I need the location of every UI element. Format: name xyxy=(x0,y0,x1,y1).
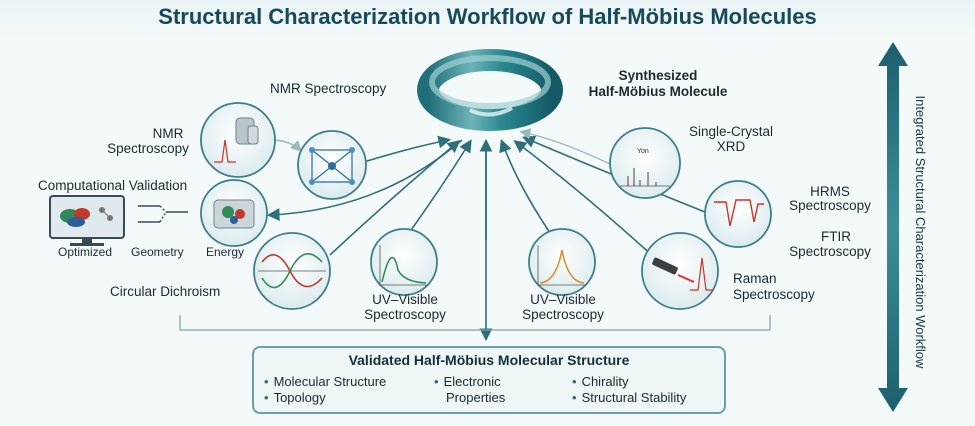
label-xrd-1: Single-Crystal xyxy=(688,124,774,139)
validated-structure-title: Validated Half-Möbius Molecular Structur… xyxy=(348,352,630,368)
arrow-xrd-to-center xyxy=(519,128,613,166)
label-uv-left-1: UV–Visible xyxy=(372,292,438,307)
side-workflow-label: Integrated Structural Characterization W… xyxy=(913,95,928,369)
bullet-chirality: •Chirality xyxy=(572,374,629,389)
label-raman-2: Spectroscopy xyxy=(733,287,815,302)
validated-structure-box: Validated Half-Möbius Molecular Structur… xyxy=(252,346,726,414)
bullet-molecular-structure: •Molecular Structure xyxy=(264,374,387,389)
bullet-text: Structural Stability xyxy=(581,390,687,405)
label-computational-validation: Computational Validation xyxy=(38,178,188,193)
label-uv-right-2: Spectroscopy xyxy=(522,307,604,322)
label-hrms-2: Spectroscopy xyxy=(789,198,871,213)
center-title-line2: Half-Möbius Molecule xyxy=(588,84,728,99)
arrow-raman-to-center xyxy=(513,140,656,259)
computer-monitor-image xyxy=(49,195,125,246)
label-optimized: Optimized xyxy=(58,245,113,259)
bullet-text: Molecular Structure xyxy=(273,374,387,389)
nmr-instrument-circle xyxy=(200,102,276,178)
arrow-uvl-to-center xyxy=(403,139,472,241)
title-bar xyxy=(0,0,975,36)
arrow-hrms-to-center xyxy=(522,135,706,213)
hrms-spectrum-circle xyxy=(704,180,772,248)
mobius-ring-image xyxy=(417,49,563,131)
bullet-text: Chirality xyxy=(581,374,629,389)
bullet-text: Topology xyxy=(273,390,326,405)
label-ftir-1: FTIR xyxy=(821,229,851,244)
center-title-line1: Synthesized xyxy=(618,68,698,83)
label-uv-left-2: Spectroscopy xyxy=(364,307,446,322)
label-xrd-2: XRD xyxy=(716,139,746,154)
energy-instrument-circle xyxy=(200,179,268,247)
side-double-arrow xyxy=(878,42,908,412)
bullet-structural-stability: •Structural Stability xyxy=(572,390,687,405)
arrow-uvr-to-center xyxy=(499,139,556,241)
bullet-topology: •Topology xyxy=(264,390,326,405)
label-hrms-1: HRMS xyxy=(810,184,850,199)
cd-spectrum-circle xyxy=(253,232,331,310)
raman-laser-circle xyxy=(641,232,719,310)
page-title: Structural Characterization Workflow of … xyxy=(158,4,817,29)
bullet-text: Properties xyxy=(446,390,506,405)
bullet-properties: Properties xyxy=(446,390,505,405)
uv-left-spectrum-circle xyxy=(370,228,438,296)
label-energy: Energy xyxy=(206,245,245,259)
crystal-lattice-circle xyxy=(297,130,367,200)
label-nmr-left-1: NMR xyxy=(152,126,184,141)
label-circular-dichroism: Circular Dichroism xyxy=(110,284,221,299)
label-ftir-2: Spectroscopy xyxy=(789,244,871,259)
xrd-mark-text: Yon xyxy=(637,148,649,155)
uv-right-spectrum-circle xyxy=(528,228,596,296)
label-geometry: Geometry xyxy=(131,245,184,259)
label-uv-right-1: UV–Visible xyxy=(530,292,596,307)
xrd-pattern-circle xyxy=(609,127,681,199)
bullet-electronic: •Electronic xyxy=(434,374,501,389)
label-raman-1: Raman xyxy=(733,271,777,286)
energy-levels-icon xyxy=(138,205,188,223)
collector-bracket xyxy=(179,315,771,331)
bullet-text: Electronic xyxy=(443,374,501,389)
label-nmr-top: NMR Spectroscopy xyxy=(270,81,387,96)
arrow-center-to-energy xyxy=(266,139,463,221)
label-nmr-left-2: Spectroscopy xyxy=(107,141,189,156)
